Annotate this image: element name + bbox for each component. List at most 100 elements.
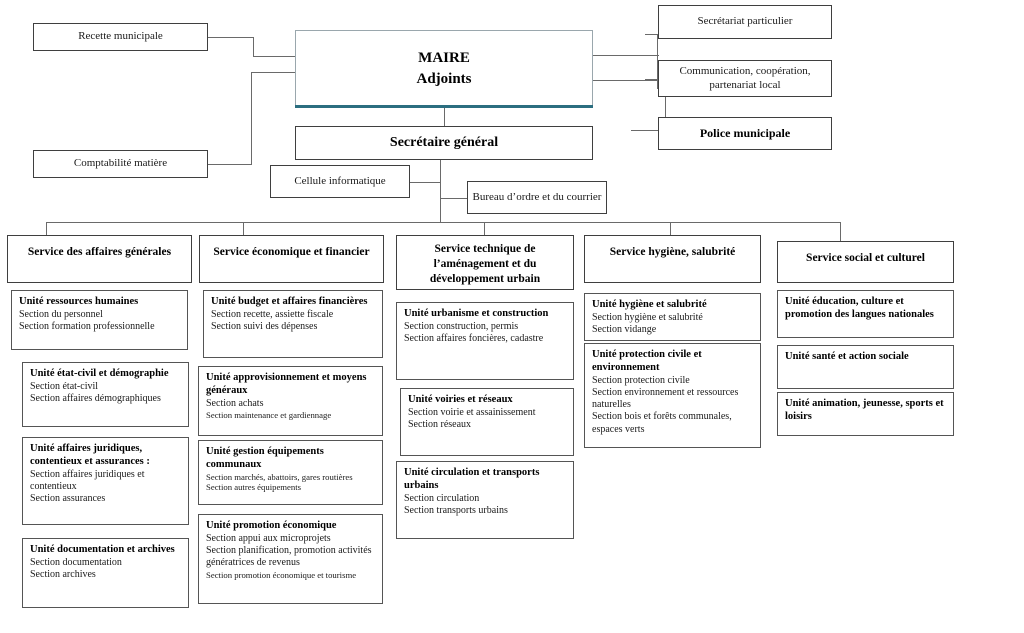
box-maire-line1: MAIRE <box>418 50 470 67</box>
unit-section: Section transports urbains <box>404 504 508 516</box>
unit-section: Section documentation <box>30 556 122 568</box>
box-police-municipale[interactable]: Police municipale <box>658 117 832 150</box>
unit-section: Section maintenance et gardiennage <box>206 409 332 420</box>
unit-section: Section autres équipements <box>206 482 302 493</box>
unit-title: Unité éducation, culture et promotion de… <box>785 296 934 320</box>
box-secretaire-general[interactable]: Secrétaire général <box>295 126 593 160</box>
box-secretariat-particulier[interactable]: Secrétariat particulier <box>658 5 832 39</box>
connector-cellule-h <box>409 182 441 183</box>
unit-section: Section achats <box>206 397 264 409</box>
service-header-hygiene-salubrite[interactable]: Service hygiène, salubrité <box>584 235 761 283</box>
unit-title: Unité approvisionnement et moyens généra… <box>206 372 367 396</box>
connector-bureau-h <box>440 198 467 199</box>
service-header-hygiene-salubrite-label: Service hygiène, salubrité <box>609 246 736 258</box>
unit-title: Unité gestion équipements communaux <box>206 446 324 470</box>
connector-police-v <box>665 80 666 130</box>
unit-title: Unité affaires juridiques, contentieux e… <box>30 443 150 467</box>
box-secretaire-general-label: Secrétaire général <box>389 135 499 150</box>
box-cellule-informatique[interactable]: Cellule informatique <box>270 165 410 198</box>
unit-documentation-archives[interactable]: Unité documentation et archives Section … <box>22 538 189 608</box>
service-header-technique[interactable]: Service technique de l’aménagement et du… <box>396 235 574 290</box>
box-communication[interactable]: Communication, coopération, partenariat … <box>658 60 832 97</box>
connector-comptabilite-h2 <box>251 72 296 73</box>
unit-title: Unité santé et action sociale <box>785 351 909 362</box>
box-bureau-ordre-courrier[interactable]: Bureau d’ordre et du courrier <box>467 181 607 214</box>
box-police-municipale-label: Police municipale <box>699 126 791 140</box>
box-maire[interactable]: MAIRE Adjoints <box>295 30 593 107</box>
unit-etat-civil-demographie[interactable]: Unité état-civil et démographie Section … <box>22 362 189 427</box>
box-maire-line2: Adjoints <box>416 70 472 87</box>
unit-section: Section état-civil <box>30 380 99 392</box>
unit-section: Section du personnel <box>19 308 103 320</box>
unit-ressources-humaines[interactable]: Unité ressources humaines Section du per… <box>11 290 188 350</box>
unit-hygiene-salubrite[interactable]: Unité hygiène et salubrité Section hygiè… <box>584 293 761 341</box>
unit-gestion-equipements-communaux[interactable]: Unité gestion équipements communaux Sect… <box>198 440 383 505</box>
connector-recette-v <box>253 37 254 56</box>
service-drop-2 <box>243 222 244 235</box>
connector-comptabilite-v <box>251 72 252 165</box>
unit-education-culture-langues[interactable]: Unité éducation, culture et promotion de… <box>777 290 954 338</box>
unit-circulation-transports-urbains[interactable]: Unité circulation et transports urbains … <box>396 461 574 539</box>
unit-sante-action-sociale[interactable]: Unité santé et action sociale <box>777 345 954 389</box>
box-bureau-ordre-courrier-label: Bureau d’ordre et du courrier <box>472 190 602 203</box>
unit-section: Section bois et forêts communales, espac… <box>592 411 732 435</box>
service-drop-5 <box>840 222 841 241</box>
connector-communication-h <box>645 79 659 80</box>
connector-secretariat-h <box>645 34 659 35</box>
unit-section: Section voirie et assainissement <box>408 406 536 418</box>
service-bus-horizontal <box>46 222 840 223</box>
unit-title: Unité animation, jeunesse, sports et loi… <box>785 398 944 422</box>
connector-sg-down <box>440 160 441 222</box>
unit-section: Section circulation <box>404 492 480 504</box>
unit-urbanisme-construction[interactable]: Unité urbanisme et construction Section … <box>396 302 574 380</box>
unit-affaires-juridiques[interactable]: Unité affaires juridiques, contentieux e… <box>22 437 189 525</box>
service-header-social-culturel[interactable]: Service social et culturel <box>777 241 954 283</box>
connector-right-v1 <box>657 34 658 89</box>
unit-section: Section affaires foncières, cadastre <box>404 333 544 345</box>
box-recette-municipale[interactable]: Recette municipale <box>33 23 208 51</box>
unit-section: Section vidange <box>592 324 657 336</box>
unit-title: Unité ressources humaines <box>19 296 139 307</box>
service-header-technique-label: Service technique de l’aménagement et du… <box>429 243 541 285</box>
connector-police-h2 <box>631 130 665 131</box>
unit-section: Section environnement et ressources natu… <box>592 386 739 411</box>
service-header-affaires-generales-label: Service des affaires générales <box>27 246 172 258</box>
connector-maire-sg <box>444 107 445 127</box>
unit-protection-civile-environnement[interactable]: Unité protection civile et environnement… <box>584 343 761 448</box>
unit-voiries-reseaux[interactable]: Unité voiries et réseaux Section voirie … <box>400 388 574 456</box>
unit-section: Section formation professionnelle <box>19 321 155 333</box>
unit-section: Section marchés, abattoirs, gares routiè… <box>206 471 353 482</box>
unit-promotion-economique[interactable]: Unité promotion économique Section appui… <box>198 514 383 604</box>
unit-title: Unité promotion économique <box>206 520 337 531</box>
unit-section: Section protection civile <box>592 374 690 386</box>
service-header-affaires-generales[interactable]: Service des affaires générales <box>7 235 192 283</box>
service-drop-4 <box>670 222 671 235</box>
unit-section: Section archives <box>30 569 96 581</box>
box-communication-label: Communication, coopération, partenariat … <box>679 64 811 91</box>
unit-title: Unité hygiène et salubrité <box>592 299 707 310</box>
unit-animation-jeunesse-sports-loisirs[interactable]: Unité animation, jeunesse, sports et loi… <box>777 392 954 436</box>
box-secretariat-particulier-label: Secrétariat particulier <box>697 15 793 28</box>
unit-section: Section hygiène et salubrité <box>592 311 703 323</box>
service-drop-3 <box>484 222 485 235</box>
connector-right-h2 <box>593 80 666 81</box>
unit-title: Unité état-civil et démographie <box>30 368 169 379</box>
unit-section: Section recette, assiette fiscale <box>211 308 334 320</box>
connector-recette-h2 <box>253 56 296 57</box>
box-maire-text: MAIRE Adjoints <box>416 48 471 89</box>
box-comptabilite-matiere-label: Comptabilité matière <box>73 157 168 170</box>
box-cellule-informatique-label: Cellule informatique <box>294 174 386 187</box>
unit-title: Unité budget et affaires financières <box>211 296 368 307</box>
service-header-economique-financier[interactable]: Service économique et financier <box>199 235 384 283</box>
unit-title: Unité voiries et réseaux <box>408 394 513 405</box>
unit-section: Section réseaux <box>408 419 472 431</box>
box-comptabilite-matiere[interactable]: Comptabilité matière <box>33 150 208 178</box>
unit-title: Unité documentation et archives <box>30 544 175 555</box>
maire-accent-bar <box>295 105 593 108</box>
connector-comptabilite-h1 <box>207 164 252 165</box>
service-drop-1 <box>46 222 47 235</box>
unit-budget-affaires-financieres[interactable]: Unité budget et affaires financières Sec… <box>203 290 383 358</box>
service-header-social-culturel-label: Service social et culturel <box>806 252 925 264</box>
unit-approvisionnement-moyens-generaux[interactable]: Unité approvisionnement et moyens généra… <box>198 366 383 436</box>
